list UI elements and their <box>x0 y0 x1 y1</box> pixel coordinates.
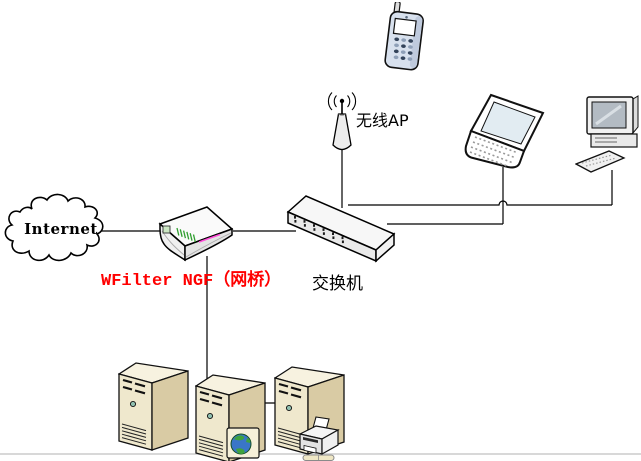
wireless-ap-label: 无线AP <box>356 111 409 130</box>
lan-switch[interactable] <box>281 189 401 268</box>
switch-ports <box>294 216 344 244</box>
power-button <box>206 412 214 420</box>
cloud-icon <box>4 193 104 262</box>
mobile-phone[interactable] <box>383 0 433 79</box>
server-tower-icon <box>117 362 189 451</box>
laptop-icon <box>464 93 545 169</box>
vent-grille <box>198 435 224 457</box>
printer-icon <box>296 416 346 461</box>
globe-folder-icon <box>224 423 262 461</box>
router-bridge-icon <box>158 206 234 262</box>
drive-bay-vents <box>278 382 302 399</box>
power-button <box>285 404 293 412</box>
vent-grille <box>277 427 303 449</box>
keyboard-icon <box>574 150 626 173</box>
internet-cloud[interactable] <box>2 193 106 274</box>
drive-bay-vents <box>122 378 146 395</box>
vent-grille <box>121 423 147 445</box>
computer-case <box>590 133 638 148</box>
wfilter-label: WFilter NGF（网桥） <box>101 272 282 291</box>
internet-label: Internet <box>24 220 98 238</box>
laptop-keys <box>469 136 519 167</box>
wfilter-ngf-bridge[interactable] <box>152 202 238 269</box>
radio-waves-icon <box>327 92 357 111</box>
switch-icon <box>286 195 396 263</box>
desktop-pc[interactable] <box>574 94 641 183</box>
port-led-square <box>162 225 171 234</box>
drive-bay-vents <box>199 390 223 407</box>
power-button <box>129 400 137 408</box>
desktop-computer-icon <box>574 95 639 173</box>
access-point-icon <box>327 92 357 151</box>
cell-phone-icon <box>384 0 424 71</box>
green-led-ticks <box>176 227 196 243</box>
server-left[interactable] <box>117 362 190 461</box>
switch-label: 交换机 <box>312 274 363 294</box>
magenta-stripe <box>198 233 221 243</box>
laptop[interactable] <box>461 90 551 180</box>
server-print[interactable] <box>273 366 346 461</box>
phone-keypad <box>393 37 414 61</box>
server-tower-icon <box>273 366 345 455</box>
wireless-ap[interactable] <box>322 88 368 163</box>
